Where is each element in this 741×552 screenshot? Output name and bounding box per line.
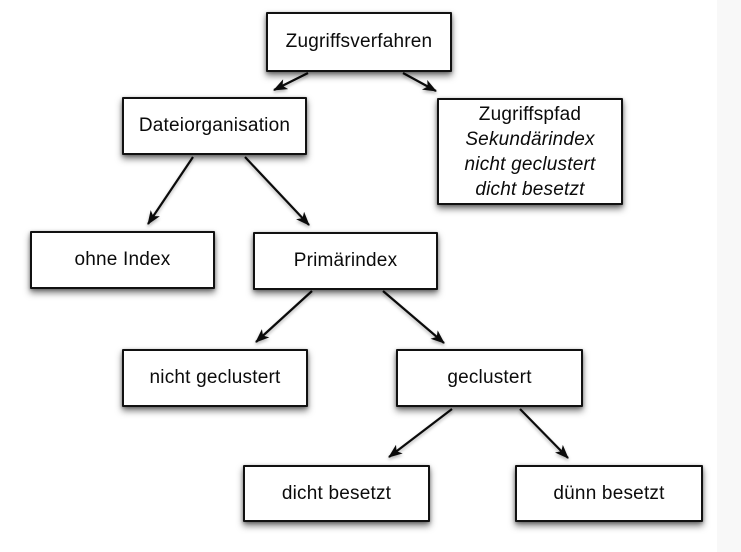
right-margin-band [717,0,741,552]
edge-primaerindex-geclustert [382,290,445,344]
node-label: Zugriffspfad [478,103,582,125]
node-label: Dateiorganisation [138,115,291,136]
node-subline: nicht geclustert [464,153,596,175]
node-label: geclustert [447,367,532,388]
node-primaerindex: Primärindex [253,232,438,290]
edge-geclustert-duenn-besetzt [519,408,569,459]
node-zugriffsverfahren: Zugriffsverfahren [266,12,452,72]
edge-dateiorganisation-primaerindex [244,156,310,226]
node-label: nicht geclustert [149,367,281,388]
edge-dateiorganisation-ohne-index [147,156,194,225]
node-label: ohne Index [74,249,171,270]
node-ohne-index: ohne Index [30,231,215,289]
node-dateiorganisation: Dateiorganisation [122,97,307,155]
edge-primaerindex-nicht-geclustert [255,290,313,343]
node-dicht-besetzt: dicht besetzt [243,465,430,522]
node-duenn-besetzt: dünn besetzt [515,465,703,522]
node-subline: dicht besetzt [475,178,585,200]
node-subline: Sekundärindex [465,128,595,150]
node-nicht-geclustert: nicht geclustert [122,349,308,407]
node-geclustert: geclustert [396,349,583,407]
node-label: dünn besetzt [553,482,665,504]
edge-zugriffsverfahren-dateiorganisation [273,72,309,91]
node-label: Zugriffsverfahren [285,31,433,52]
node-label: dicht besetzt [281,482,392,504]
node-zugriffspfad: Zugriffspfad Sekundärindex nicht geclust… [437,98,623,205]
node-label: Primärindex [293,250,398,271]
edge-zugriffsverfahren-zugriffspfad [402,72,437,92]
edge-geclustert-dicht-besetzt [388,408,453,458]
